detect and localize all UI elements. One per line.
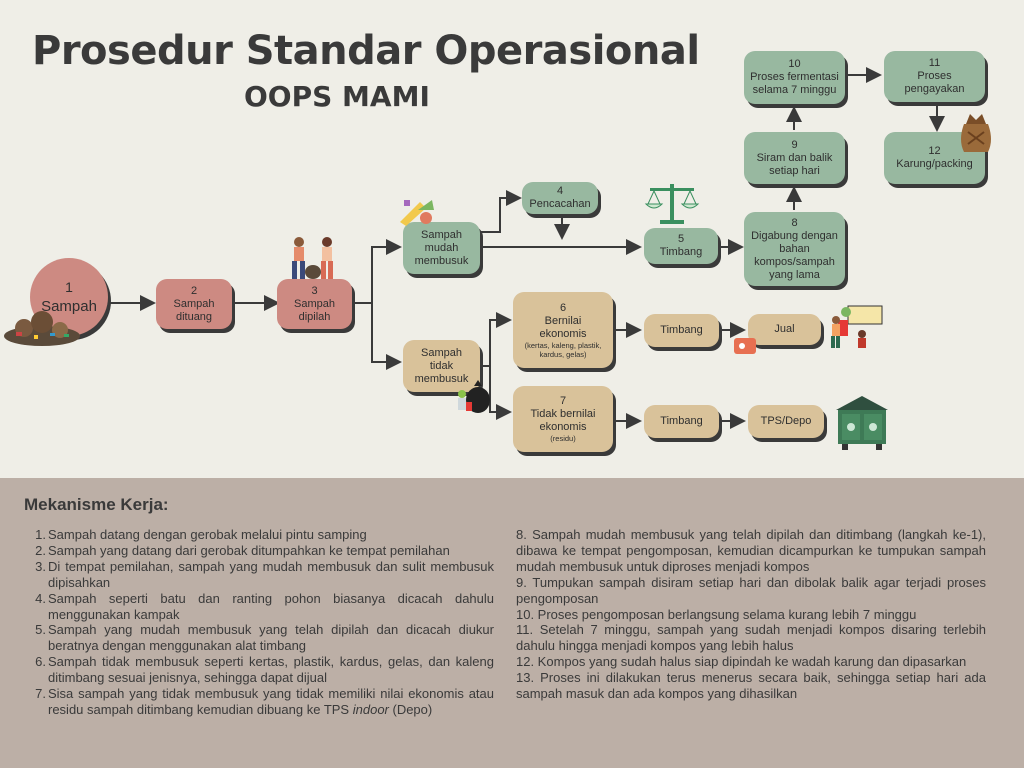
node-6-bernilai-ekonomis: 6 Bernilai ekonomis (kertas, kaleng, pla… xyxy=(513,292,613,368)
item-text-post: (Depo) xyxy=(388,701,433,717)
node-2-label: Sampah dituang xyxy=(173,297,215,323)
item-number: 5. xyxy=(35,622,46,638)
node-3-number: 3 xyxy=(311,284,318,297)
trash-bag-icon xyxy=(458,380,490,413)
recyclables-icon xyxy=(734,305,883,354)
list-item: 3.Di tempat pemilahan, sampah yang mudah… xyxy=(30,559,494,591)
item-number: 4. xyxy=(35,590,46,606)
node-1-label: Sampah xyxy=(41,298,97,315)
node-7-note: (residu) xyxy=(550,434,576,443)
list-item: 5.Sampah yang mudah membusuk yang telah … xyxy=(30,622,494,654)
node-6-note: (kertas, kaleng, plastik, kardus, gelas) xyxy=(524,340,602,359)
list-item: 1.Sampah datang dengan gerobak melalui p… xyxy=(30,527,494,543)
trash-pile-icon xyxy=(4,311,80,346)
node-3-label: Sampah dipilah xyxy=(294,297,335,323)
node-8-label: Digabung dengan bahan kompos/sampah yang… xyxy=(751,229,838,281)
scale-icon xyxy=(644,184,700,224)
node-sampah-mudah-membusuk: Sampah mudah membusuk xyxy=(403,222,480,274)
node-5-number: 5 xyxy=(677,233,685,245)
tps-label: TPS/Depo xyxy=(760,415,812,427)
node-timbang-residu: Timbang xyxy=(644,405,719,438)
node-3-dipilah: 3 Sampah dipilah xyxy=(277,279,352,329)
arrow-3-mudah xyxy=(371,239,402,303)
flow-connectors xyxy=(108,67,945,429)
arrow-tidak-6 xyxy=(480,312,512,367)
mekanisme-list-left: 1.Sampah datang dengan gerobak melalui p… xyxy=(30,527,494,718)
vegetable-waste-icon xyxy=(400,200,434,226)
node-5-label: Timbang xyxy=(659,246,703,258)
node-1-number: 1 xyxy=(65,279,73,295)
people-sorting-icon xyxy=(292,237,333,279)
item-text: Sampah tidak membusuk seperti kertas, pl… xyxy=(48,654,494,686)
item-number: 3. xyxy=(35,558,46,574)
item-text: Sampah seperti batu dan ranting pohon bi… xyxy=(48,590,494,622)
list-item: 12. Kompos yang sudah halus siap dipinda… xyxy=(516,654,967,670)
node-6-number: 6 xyxy=(559,301,567,314)
node-mudah-label: Sampah mudah membusuk xyxy=(414,228,469,267)
node-7-number: 7 xyxy=(559,395,567,407)
arrow-tidak-7 xyxy=(489,366,512,420)
jual-label: Jual xyxy=(774,323,795,335)
list-item: 8. Sampah mudah membusuk yang telah dipi… xyxy=(516,527,986,574)
item-text: Di tempat pemilahan, sampah yang mudah m… xyxy=(48,558,494,590)
node-9-number: 9 xyxy=(791,138,798,151)
list-item: 10. Proses pengomposan berlangsung selam… xyxy=(516,606,917,622)
node-timbang-ekonomis: Timbang xyxy=(644,314,719,347)
item-text: Sampah datang dengan gerobak melalui pin… xyxy=(48,527,367,542)
list-item: 11. Setelah 7 minggu, sampah yang sudah … xyxy=(516,622,986,654)
node-10-number: 10 xyxy=(788,58,801,70)
item-number: 2. xyxy=(35,542,46,558)
node-2-number: 2 xyxy=(190,284,198,297)
item-text: Sampah yang datang dari gerobak ditumpah… xyxy=(48,542,450,558)
node-12-number: 12 xyxy=(928,145,941,157)
item-text: Sisa sampah yang tidak membusuk yang tid… xyxy=(48,686,494,718)
node-8-number: 8 xyxy=(791,216,798,229)
item-number: 1. xyxy=(35,527,46,542)
node-10-fermentasi: 10 Proses fermentasi selama 7 minggu xyxy=(744,51,845,104)
list-item: 13. Proses ini dilakukan terus menerus s… xyxy=(516,670,986,702)
timbang-a-label: Timbang xyxy=(660,324,703,336)
list-item: 9. Tumpukan sampah disiram setiap hari d… xyxy=(516,574,986,606)
node-9-siram: 9 Siram dan balik setiap hari xyxy=(744,132,845,184)
timbang-b-label: Timbang xyxy=(660,415,703,427)
node-2-dituang: 2 Sampah dituang xyxy=(156,279,232,329)
list-item: 4.Sampah seperti batu dan ranting pohon … xyxy=(30,591,494,623)
node-11-number: 11 xyxy=(928,57,941,69)
item-text-pre: Sisa sampah yang tidak membusuk yang tid… xyxy=(48,686,494,717)
item-text-italic: indoor xyxy=(352,701,389,717)
node-12-label: Karung/packing xyxy=(896,158,973,170)
node-11-label: Proses pengayakan xyxy=(904,70,965,95)
mekanisme-list-right: 8. Sampah mudah membusuk yang telah dipi… xyxy=(516,527,986,702)
node-jual: Jual xyxy=(748,314,821,345)
list-item: 7.Sisa sampah yang tidak membusuk yang t… xyxy=(30,686,494,718)
node-4-label: Pencacahan xyxy=(529,198,591,210)
node-10-label: Proses fermentasi selama 7 minggu xyxy=(750,71,839,96)
node-6-label: Bernilai ekonomis xyxy=(539,314,587,340)
node-4-number: 4 xyxy=(556,185,564,197)
node-1-sampah: 1 Sampah xyxy=(30,258,108,336)
arrow-3-tidak xyxy=(371,303,402,370)
node-9-label: Siram dan balik setiap hari xyxy=(756,151,833,177)
node-tps-depo: TPS/Depo xyxy=(748,405,824,438)
node-7-tidak-bernilai: 7 Tidak bernilai ekonomis (residu) xyxy=(513,386,613,452)
list-item: 6.Sampah tidak membusuk seperti kertas, … xyxy=(30,654,494,686)
page-title: Prosedur Standar Operasional xyxy=(32,28,700,74)
page-subtitle: OOPS MAMI xyxy=(244,80,430,113)
item-text: Sampah yang mudah membusuk yang telah di… xyxy=(48,622,494,654)
mekanisme-heading: Mekanisme Kerja: xyxy=(24,495,169,514)
node-11-pengayakan: 11 Proses pengayakan xyxy=(884,51,985,102)
node-sampah-tidak-membusuk: Sampah tidak membusuk xyxy=(403,340,480,392)
item-number: 7. xyxy=(35,686,46,702)
node-tidak-label: Sampah tidak membusuk xyxy=(414,346,469,385)
node-4-pencacahan: 4 Pencacahan xyxy=(522,182,598,214)
arrow-mudah-4 xyxy=(480,190,522,233)
node-7-label: Tidak bernilai ekonomis xyxy=(530,408,596,433)
node-8-digabung: 8 Digabung dengan bahan kompos/sampah ya… xyxy=(744,212,845,286)
mekanisme-panel xyxy=(0,478,1024,768)
sack-icon xyxy=(961,114,991,152)
item-number: 6. xyxy=(35,654,46,670)
dumpster-icon xyxy=(836,396,888,450)
list-item: 2.Sampah yang datang dari gerobak ditump… xyxy=(30,543,494,559)
node-5-timbang: 5 Timbang xyxy=(644,228,718,264)
